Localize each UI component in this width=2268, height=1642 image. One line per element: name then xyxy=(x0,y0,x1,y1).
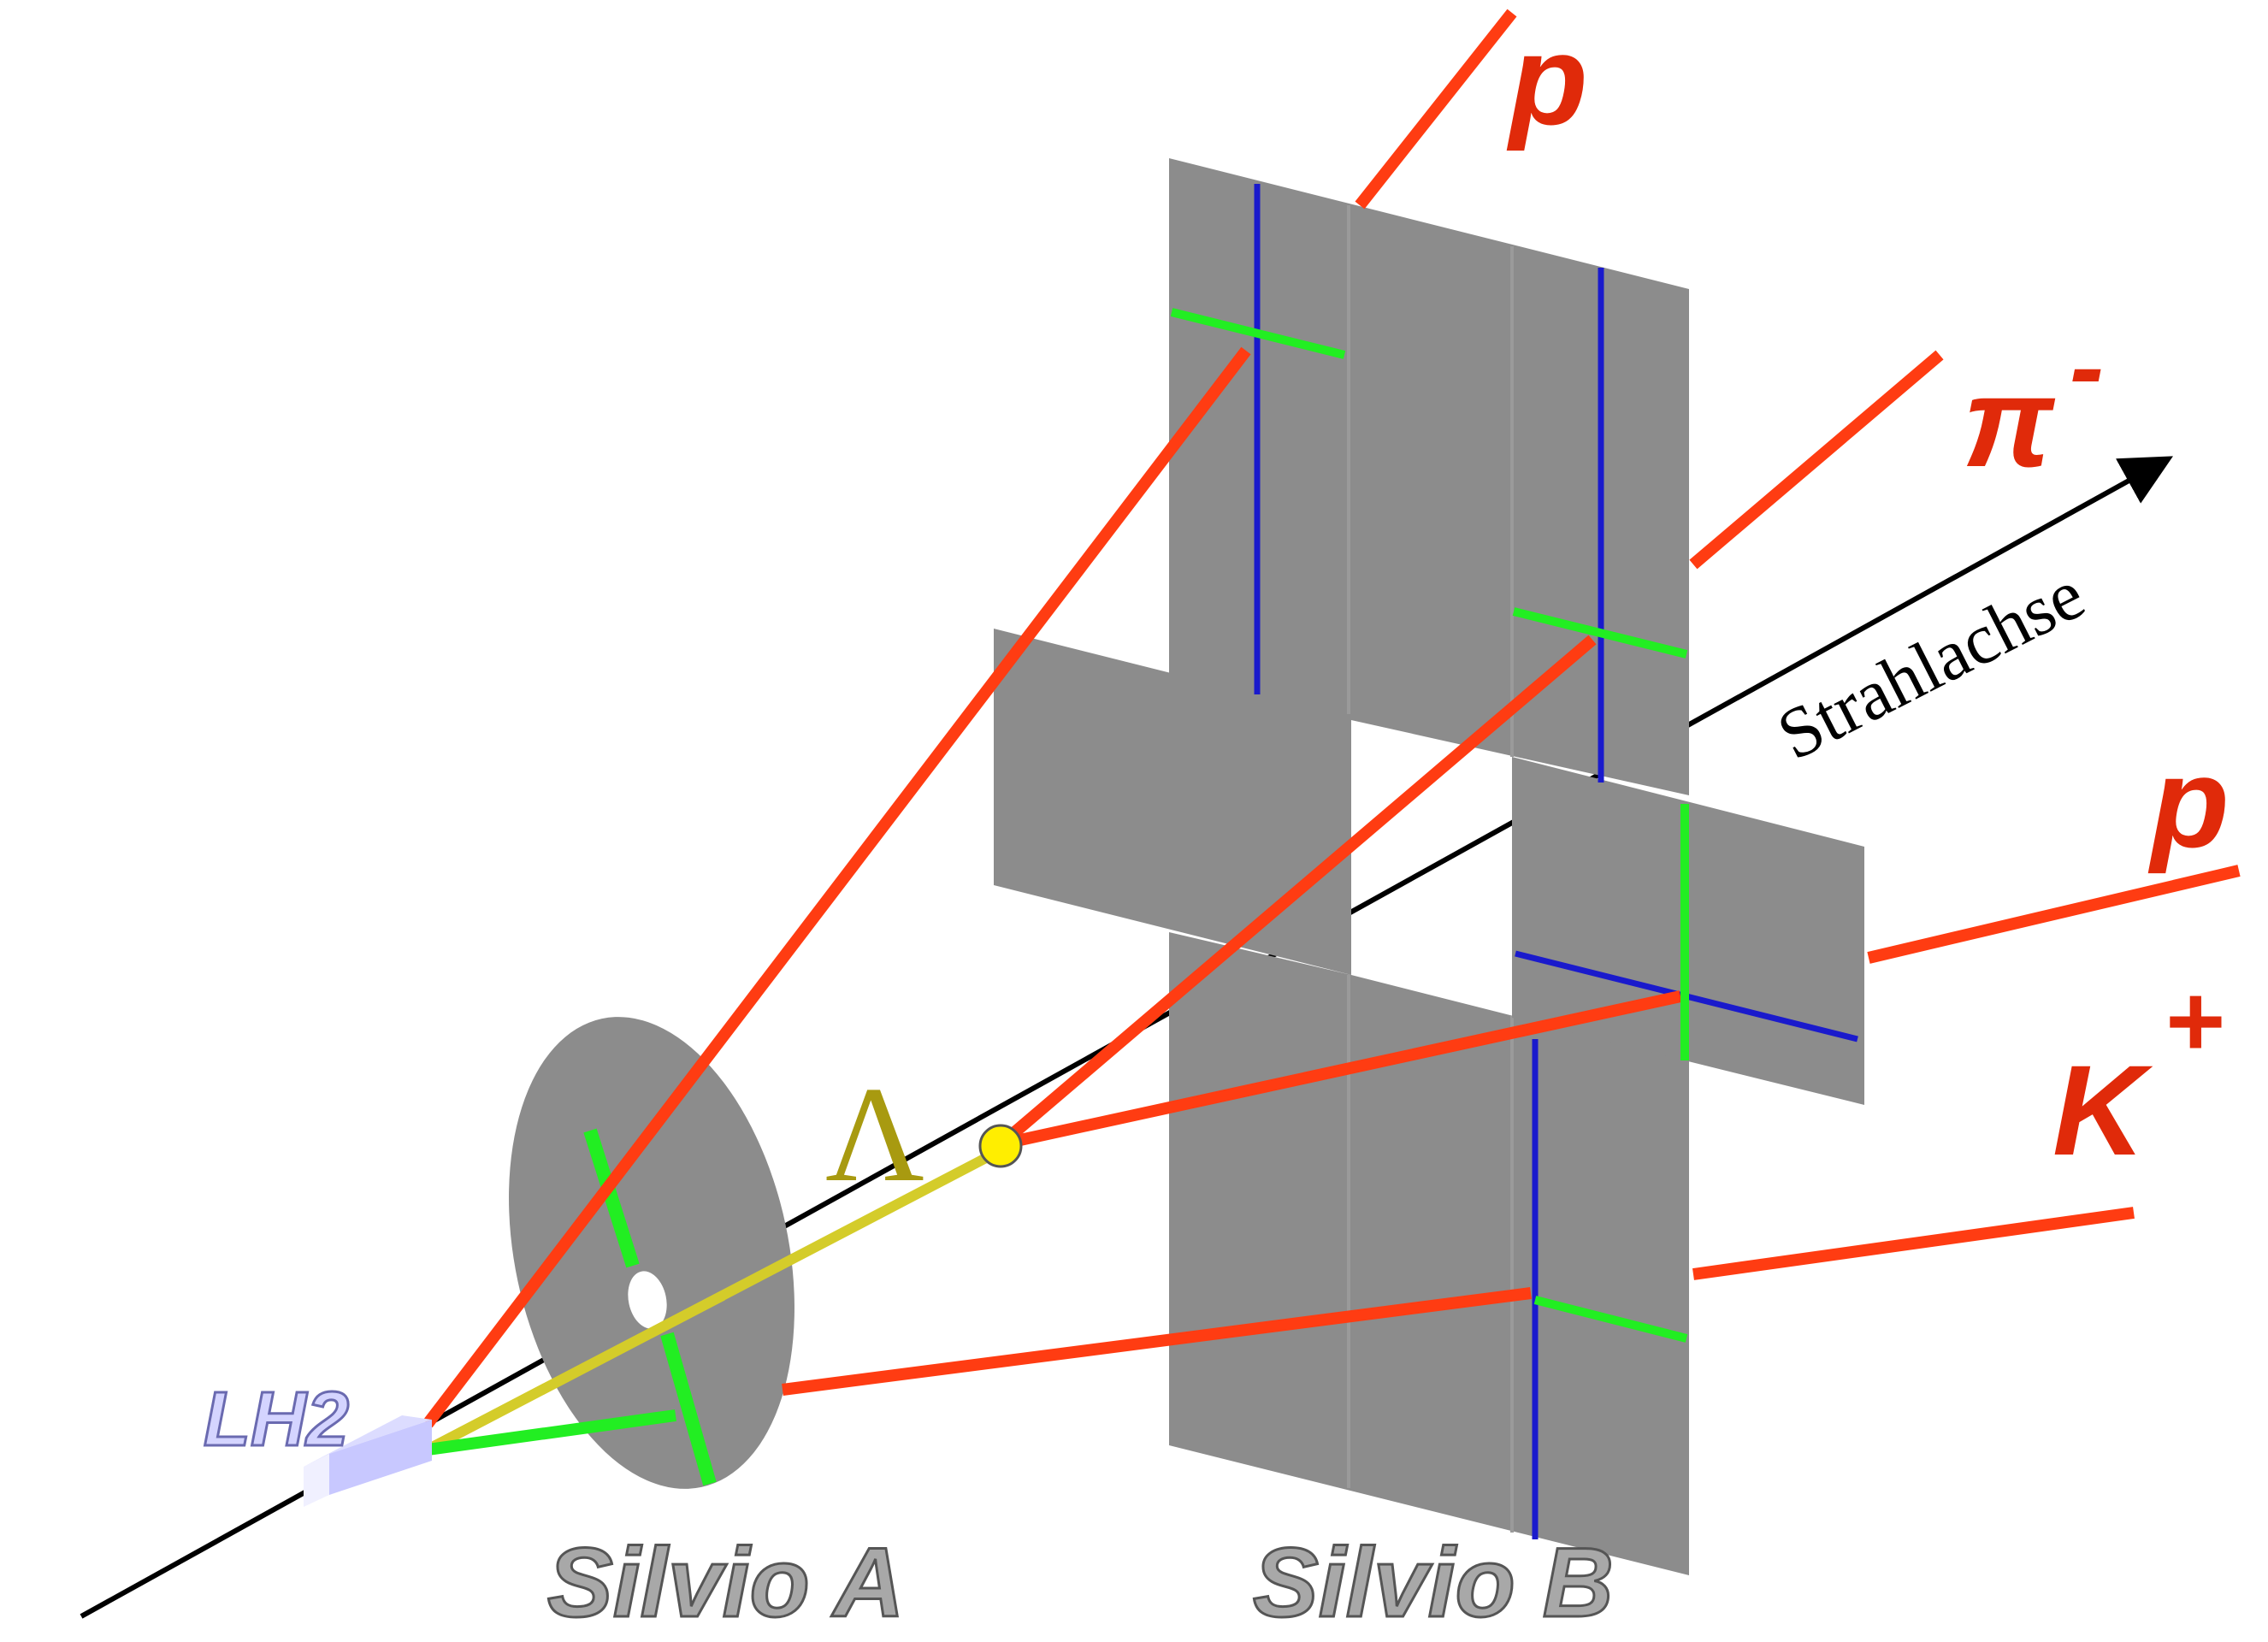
target-lh2-front xyxy=(304,1454,329,1507)
silvio-b-left-wing xyxy=(994,629,1351,975)
track-proton-top-a xyxy=(422,346,1251,1428)
track-pion-b xyxy=(1689,350,1944,570)
label-silvio-b: Silvio B xyxy=(1253,1528,1614,1638)
track-proton-right-b xyxy=(1867,865,2241,964)
label-pion-charge: - xyxy=(2070,310,2104,424)
lambda-decay-vertex xyxy=(978,1124,1023,1168)
label-silvio-a: Silvio A xyxy=(547,1528,905,1638)
silvio-a-hit xyxy=(583,1128,640,1268)
label-kaon: K xyxy=(2052,1038,2153,1182)
label-proton-top: p xyxy=(1506,8,1588,151)
silvio-b-lower-plane xyxy=(1169,932,1689,1575)
silvio-b-hit xyxy=(1512,607,1688,659)
silvio-a-hit xyxy=(660,1332,717,1486)
label-kaon-charge: + xyxy=(2164,964,2224,1078)
silvio-b-hit xyxy=(1170,308,1346,359)
track-proton-top-b xyxy=(1355,9,1517,210)
silvio-b-upper-plane xyxy=(1169,158,1689,795)
label-lambda: Λ xyxy=(825,1058,924,1210)
silvio-b-hit xyxy=(1533,1296,1688,1343)
label-pion: π xyxy=(1963,350,2056,493)
track-proton-right-a xyxy=(999,990,1682,1150)
track-kaon-a xyxy=(782,1287,1532,1396)
label-proton-right: p xyxy=(2147,730,2230,874)
target-green-stub xyxy=(427,1409,676,1456)
label-target: LH2 xyxy=(204,1377,349,1462)
track-pion-a xyxy=(996,635,1597,1149)
lambda-track-inner xyxy=(425,1291,725,1455)
track-kaon-b xyxy=(1692,1207,2135,1280)
silvio-a-hole xyxy=(628,1271,667,1329)
target-lh2-side xyxy=(329,1420,432,1495)
